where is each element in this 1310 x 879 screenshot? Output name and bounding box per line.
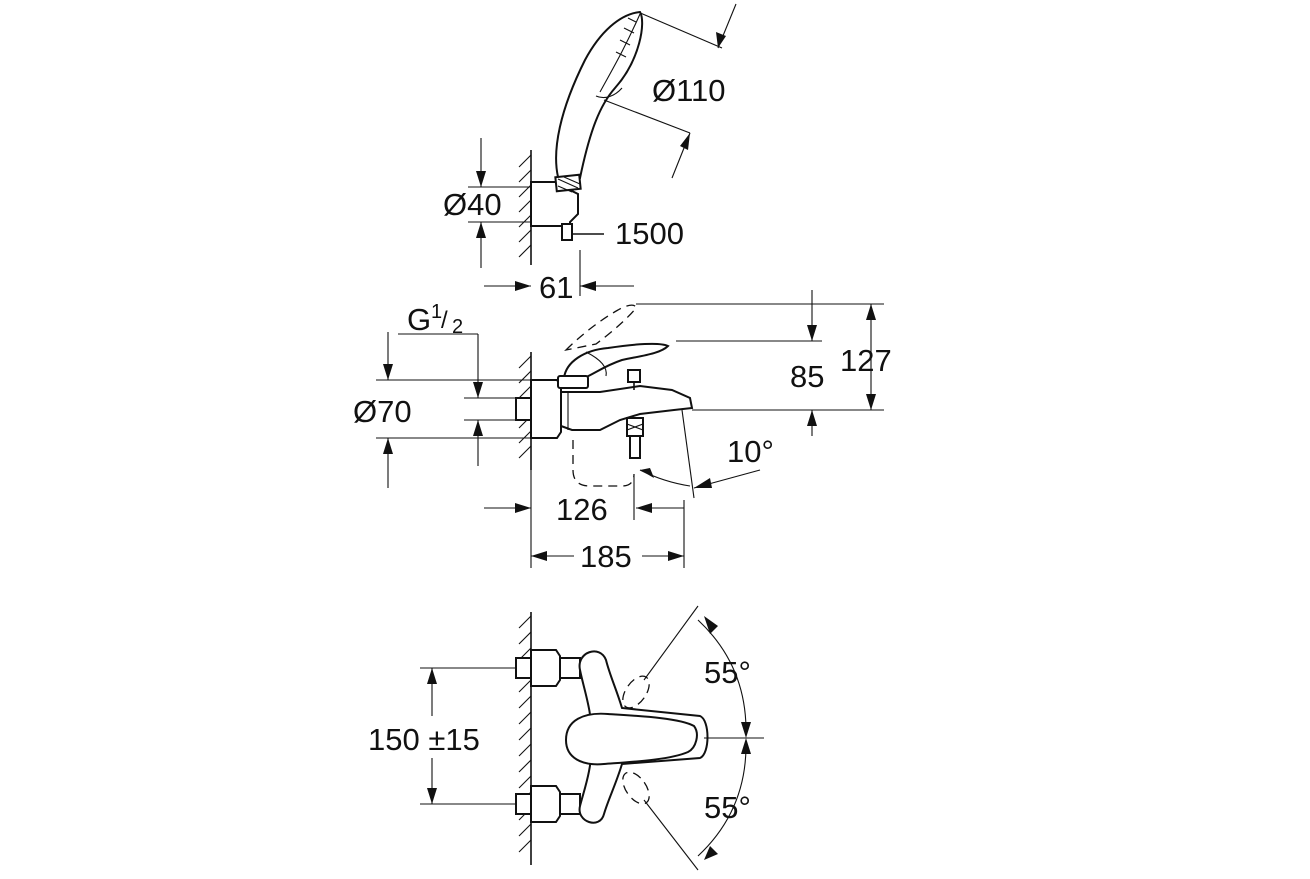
lower-flange: [530, 785, 561, 823]
dim-center-distance: 150 ±15: [368, 667, 516, 805]
dim-heights: 85 127: [636, 290, 892, 436]
dim-label-spout-angle: 10°: [727, 434, 774, 469]
upper-inlet: [515, 657, 532, 679]
dim-label-holder-projection: 61: [539, 270, 573, 305]
mixer-side-view: 10° G 1 / 2 Ø70: [353, 290, 892, 574]
dim-holder-diameter: Ø40: [443, 138, 531, 268]
dim-label-thread: G: [407, 302, 431, 337]
mixer-lever-top: [564, 712, 698, 766]
inlet-connector: [515, 397, 532, 421]
dim-label-height-total: 127: [840, 343, 892, 378]
dim-label-lever-angle-down: 55°: [704, 790, 751, 825]
dim-label-lever-angle-up: 55°: [704, 655, 751, 690]
dim-label-holder-diameter: Ø40: [443, 187, 502, 222]
hand-shower: [554, 10, 644, 193]
wall-hatching-bottom: [518, 612, 532, 865]
handshower-view: Ø110 Ø40 1500 61: [443, 3, 737, 305]
diverter-knob: [627, 369, 641, 383]
dim-label-overall-depth: 185: [580, 539, 632, 574]
svg-text:/: /: [441, 307, 448, 334]
dim-label-spout-depth: 126: [556, 492, 608, 527]
lower-inlet: [515, 793, 532, 815]
mixer-top-view: 55° 55° 150 ±15: [368, 605, 764, 871]
mixer-lever: [562, 342, 670, 379]
dim-overall-depth: 185: [530, 470, 685, 574]
wall-hatching-top: [518, 150, 532, 265]
mixer-body: [560, 384, 694, 431]
dim-flange: G 1 / 2 Ø70: [353, 301, 531, 488]
dim-label-height-spout: 85: [790, 359, 824, 394]
dim-label-center-distance: 150 ±15: [368, 722, 480, 757]
upper-flange: [530, 649, 561, 687]
dim-label-thread-den: 2: [452, 316, 463, 338]
dim-spout-depth: 126: [484, 476, 684, 527]
dim-label-flange-diameter: Ø70: [353, 394, 412, 429]
wall-flange: [530, 379, 562, 439]
dim-label-thread-num: 1: [431, 301, 442, 323]
dim-label-hose-length: 1500: [615, 216, 684, 251]
dim-label-handshower-diameter: Ø110: [652, 73, 726, 108]
dim-holder-projection: 61: [484, 250, 634, 305]
hose-connector: [561, 223, 573, 241]
dim-handshower-diameter: Ø110: [603, 3, 737, 179]
